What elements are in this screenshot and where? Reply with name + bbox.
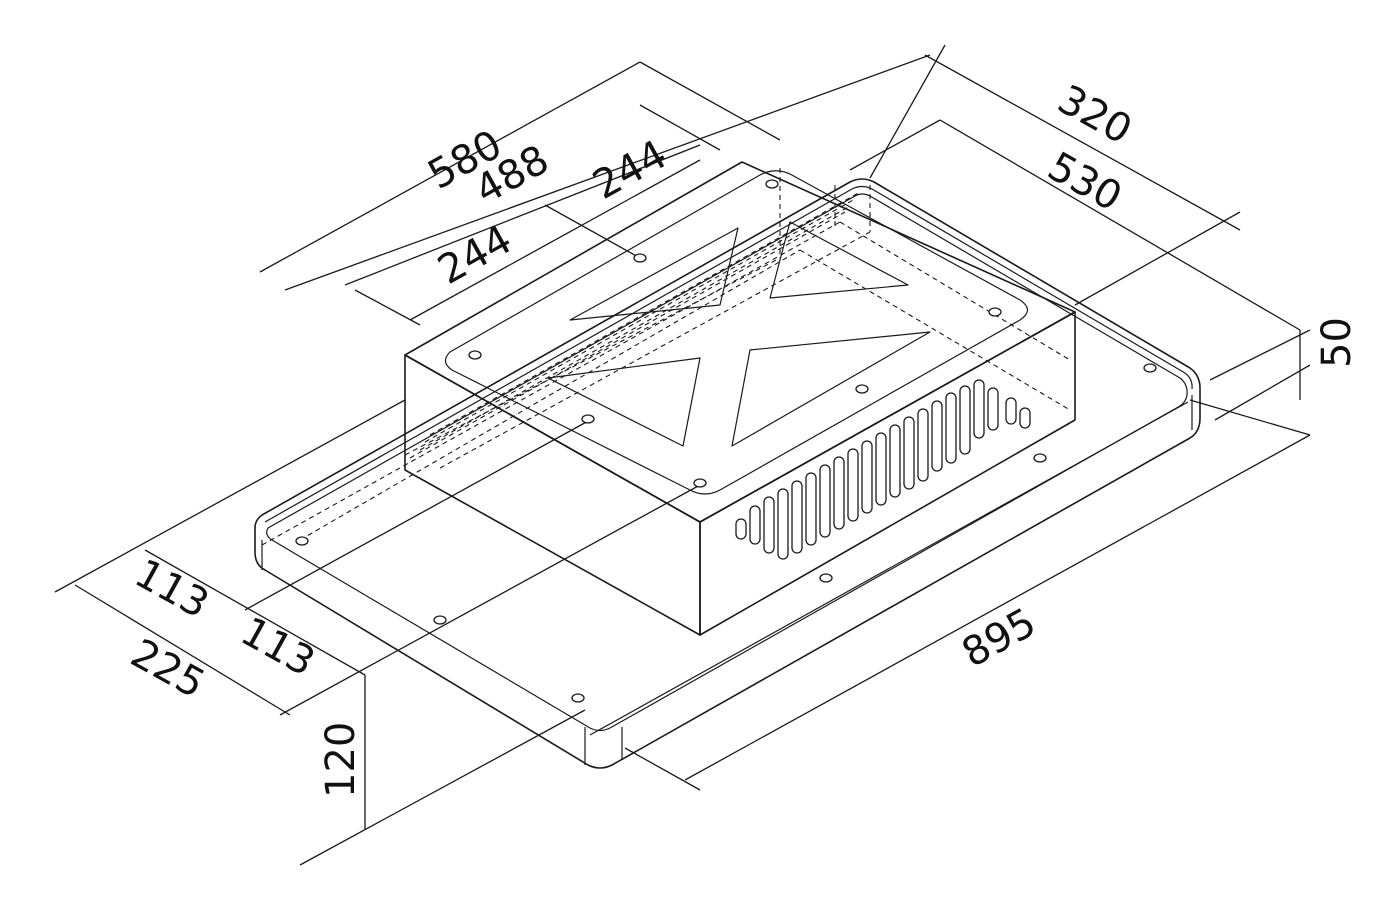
dim-244-left: 244 (431, 216, 520, 293)
dim-113-bottom: 113 (233, 609, 322, 686)
vent-slots (735, 379, 1031, 560)
hood-base (254, 178, 1201, 769)
dim-244-top: 244 (586, 131, 675, 208)
dimension-lines (54, 44, 1311, 866)
dim-320: 320 (1050, 77, 1139, 154)
dim-530: 530 (1040, 144, 1129, 221)
dim-225: 225 (123, 631, 212, 708)
motor-box (404, 161, 1076, 636)
dim-895: 895 (955, 599, 1044, 676)
mounting-holes (295, 179, 1157, 703)
dimension-labels: 580 488 244 244 320 530 50 895 113 225 1… (123, 77, 1360, 798)
dim-113-top: 113 (127, 551, 216, 628)
dim-120: 120 (318, 722, 364, 798)
dim-50: 50 (1314, 317, 1360, 368)
hidden-lines (261, 168, 1071, 546)
